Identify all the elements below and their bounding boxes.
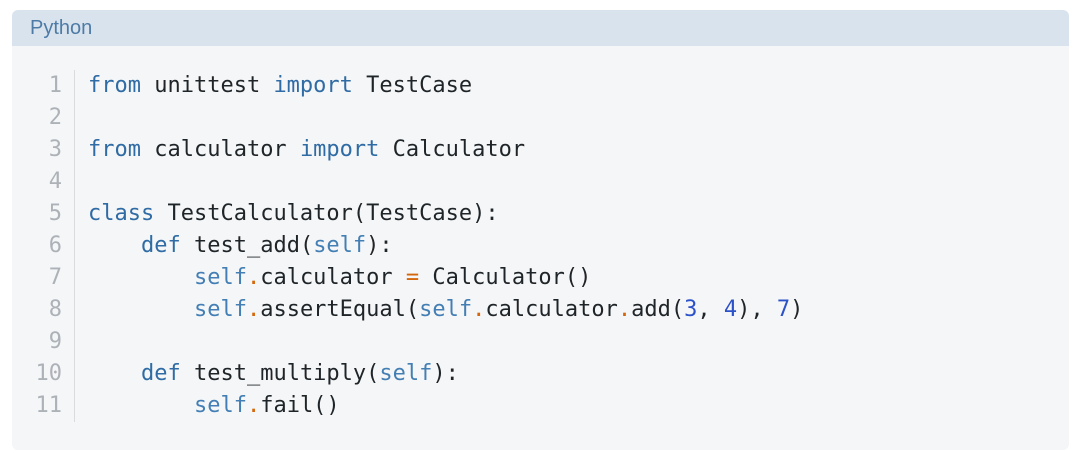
code-token-txt — [88, 361, 141, 386]
line-number: 1 — [48, 73, 62, 98]
code-token-kw: class — [88, 201, 155, 226]
code-token-num: 7 — [776, 297, 791, 322]
code-line — [88, 326, 1069, 358]
code-token-txt: ): — [366, 233, 393, 258]
code-token-txt: calculator — [485, 297, 618, 322]
line-number: 10 — [35, 361, 63, 386]
code-token-self: self — [313, 233, 367, 258]
code-line: self.assertEqual(self.calculator.add(3, … — [88, 294, 1069, 326]
code-token-txt: ), — [737, 297, 777, 322]
code-token-op: . — [246, 265, 261, 290]
code-token-txt — [88, 233, 141, 258]
code-token-kw: import — [299, 137, 380, 162]
code-line — [88, 102, 1069, 134]
code-line: from unittest import TestCase — [88, 70, 1069, 102]
code-token-num: 4 — [723, 297, 738, 322]
line-number: 11 — [35, 393, 63, 418]
code-token-txt: calculator — [260, 265, 406, 290]
code-line: self.calculator = Calculator() — [88, 262, 1069, 294]
code-token-txt: Calculator — [379, 137, 526, 162]
code-token-op: = — [405, 265, 420, 290]
code-token-self: self — [419, 297, 473, 322]
code-token-txt: assertEqual( — [260, 297, 420, 322]
code-token-txt: TestCalculator(TestCase): — [154, 201, 499, 226]
code-token-op: . — [617, 297, 632, 322]
code-token-txt: calculator — [140, 137, 300, 162]
code-token-txt: Calculator() — [419, 265, 592, 290]
code-token-txt: ): — [432, 361, 459, 386]
code-line: def test_add(self): — [88, 230, 1069, 262]
code-token-num: 3 — [684, 297, 698, 322]
code-token-txt — [88, 265, 194, 290]
code-token-txt: test_add( — [180, 233, 314, 258]
code-token-txt — [88, 297, 194, 322]
line-number: 4 — [48, 169, 62, 194]
line-number: 9 — [48, 329, 62, 354]
code-token-kw: import — [273, 73, 353, 98]
line-number: 5 — [48, 201, 62, 226]
code-token-self: self — [193, 265, 247, 290]
line-number: 6 — [48, 233, 62, 258]
code-line: def test_multiply(self): — [88, 358, 1069, 390]
line-number: 8 — [48, 297, 62, 322]
code-token-txt: TestCase — [352, 73, 473, 98]
code-token-txt: ) — [790, 297, 804, 322]
code-token-self: self — [379, 361, 433, 386]
code-line: self.fail() — [88, 390, 1069, 422]
code-token-txt: fail() — [260, 393, 340, 418]
line-number: 2 — [48, 105, 62, 130]
code-token-op: . — [472, 297, 486, 322]
line-number-gutter: 1 2 3 4 5 6 7 8 9 10 11 — [12, 70, 75, 422]
line-number: 7 — [48, 265, 62, 290]
code-token-txt: add( — [631, 297, 685, 322]
code-token-self: self — [193, 393, 247, 418]
code-token-txt: , — [697, 297, 724, 322]
code-line: class TestCalculator(TestCase): — [88, 198, 1069, 230]
language-label: Python — [30, 16, 93, 39]
code-token-self: self — [193, 297, 247, 322]
code-token-txt: unittest — [140, 73, 274, 98]
code-line: from calculator import Calculator — [88, 134, 1069, 166]
code-token-kw: def — [140, 233, 181, 258]
code-token-kw: from — [88, 73, 141, 98]
code-token-txt: test_multiply( — [180, 361, 380, 386]
code-token-txt — [88, 393, 194, 418]
code-token-kw: def — [140, 361, 181, 386]
code-token-kw: from — [88, 137, 141, 162]
code-line — [88, 166, 1069, 198]
line-number: 3 — [48, 137, 62, 162]
code-token-op: . — [246, 297, 261, 322]
code-block-header: Python — [12, 10, 1069, 46]
code-token-op: . — [246, 393, 261, 418]
